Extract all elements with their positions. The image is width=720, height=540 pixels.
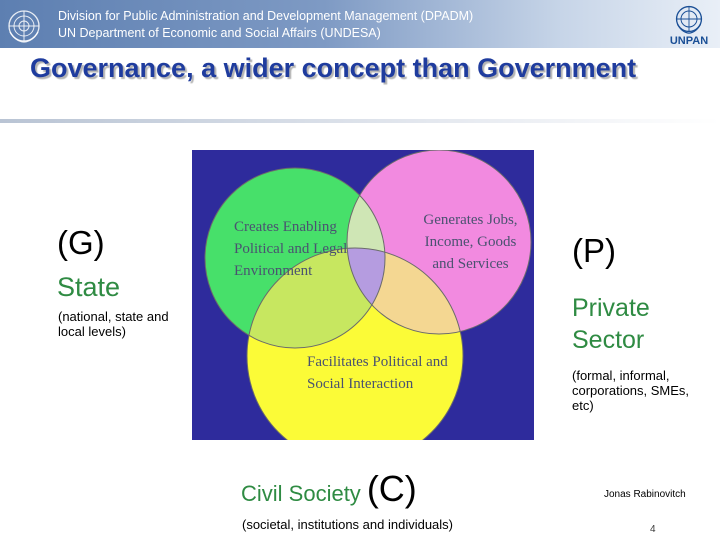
sector-c-letter: (C) [366,468,417,509]
header-banner: Division for Public Administration and D… [0,0,720,48]
unpan-label: UNPAN [669,35,709,47]
sector-c-label: Civil Society(C) [241,468,417,510]
org-line-1: Division for Public Administration and D… [58,9,474,23]
unpan-logo: UNPAN [666,2,712,48]
author-credit: Jonas Rabinovitch [604,489,686,500]
private-civil-overlap [347,248,463,334]
org-line-2: UN Department of Economic and Social Aff… [58,26,381,40]
sector-p-letter: (P) [572,232,616,269]
civil-circle-outline [246,247,464,440]
slide-title: Governance, a wider concept than Governm… [30,53,637,83]
sector-g-letter: (G) [57,224,105,261]
title-divider [0,119,720,123]
generates-jobs-text: Generates Jobs, Income, Goods and Servic… [423,212,518,272]
page-number: 4 [650,524,656,535]
sector-p-name: Private Sector [572,294,650,354]
sector-c-description: (societal, institutions and individuals) [242,517,453,532]
facilitates-interaction-text: Facilitates Political and Social Interac… [307,354,448,392]
sector-p-description: (formal, informal, corporations, SMEs, e… [572,368,690,413]
private-circle-outline [346,150,532,335]
sector-c-name: Civil Society [241,481,361,506]
state-civil-overlap [247,248,385,348]
un-emblem-icon [675,5,703,34]
state-circle-outline [204,167,386,349]
creates-environment-text: Creates Enabling Political and Legal Env… [234,219,348,279]
un-emblem-icon [8,10,40,43]
sector-g-description: (national, state and local levels) [58,309,169,339]
sector-g-name: State [57,272,121,302]
venn-diagram [192,150,534,440]
